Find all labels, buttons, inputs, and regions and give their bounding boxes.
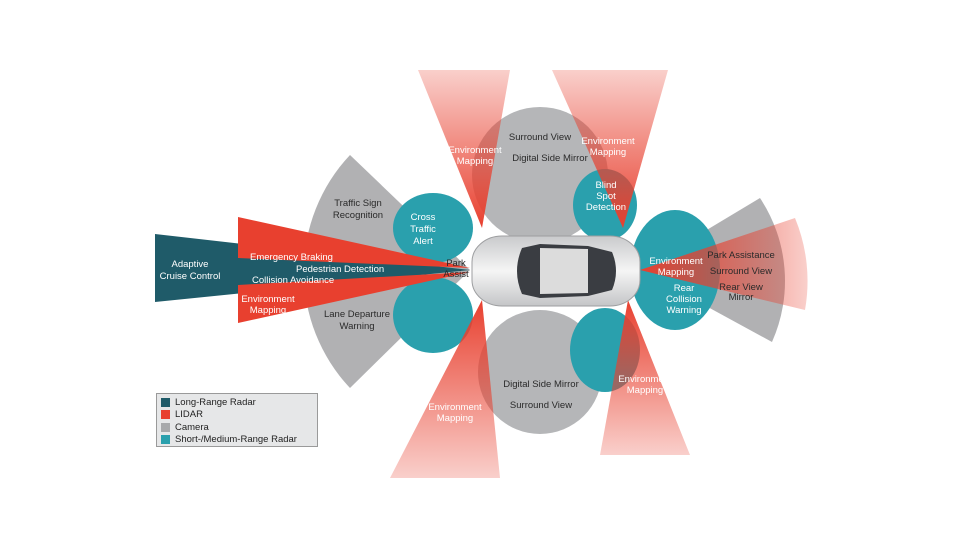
long-range-radar-beam: [155, 234, 470, 302]
label-top-right-env-1: Environment: [581, 136, 635, 147]
legend-swatch: [161, 397, 170, 407]
label-park-assist-1: Park: [446, 258, 466, 269]
lidar-top-left-cone: [418, 70, 510, 228]
label-top-digital-mirror: Digital Side Mirror: [512, 153, 588, 164]
label-pedestrian-detection: Pedestrian Detection: [296, 264, 384, 275]
label-top-right-env-2: Mapping: [590, 147, 626, 158]
label-rear-view-mirror-1: Rear View: [719, 282, 763, 293]
lidar-front-upper-beam: [238, 217, 470, 268]
label-adaptive-cruise-1: Adaptive: [172, 259, 209, 270]
label-park-assist-2: Assist: [443, 269, 469, 280]
legend-swatch: [161, 435, 170, 445]
label-bottom-left-env-1: Environment: [428, 402, 482, 413]
label-front-env-1: Environment: [241, 294, 295, 305]
label-bottom-surround-view: Surround View: [510, 400, 572, 411]
legend-item-lidar: LIDAR: [161, 409, 317, 422]
lidar-front-lower-beam: [238, 272, 470, 323]
label-lane-departure-1: Lane Departure: [324, 309, 390, 320]
legend-swatch: [161, 422, 170, 432]
label-rear-park-assistance: Park Assistance: [707, 250, 775, 261]
legend-label: Camera: [175, 421, 209, 433]
label-cross-traffic-2: Traffic: [410, 224, 436, 235]
lidar-top-right-cone: [552, 70, 668, 228]
car-top-view: [471, 235, 641, 307]
label-top-left-env-2: Mapping: [457, 156, 493, 167]
label-rear-env-1: Environment: [649, 256, 703, 267]
lidar-bottom-right-cone: [600, 300, 690, 455]
legend-item-long-range-radar: Long-Range Radar: [161, 396, 317, 409]
label-cross-traffic-3: Alert: [413, 236, 433, 247]
label-bottom-left-env-2: Mapping: [437, 413, 473, 424]
label-bottom-right-env-2: Mapping: [627, 385, 663, 396]
legend-label: Long-Range Radar: [175, 396, 256, 408]
label-traffic-sign-1: Traffic Sign: [334, 198, 382, 209]
label-rear-view-mirror-2: Mirror: [729, 292, 754, 303]
label-traffic-sign-2: Recognition: [333, 210, 383, 221]
lidar-rear-fan: [640, 218, 808, 310]
label-rear-collision-1: Rear: [674, 283, 695, 294]
label-bottom-right-env-1: Environment: [618, 374, 672, 385]
legend: Long-Range Radar LIDAR Camera Short-/Med…: [156, 393, 318, 447]
radar-front-upper-lobe: [393, 193, 473, 263]
label-adaptive-cruise-2: Cruise Control: [160, 271, 221, 282]
label-collision-avoidance: Collision Avoidance: [252, 275, 334, 286]
radar-front-lower-lobe: [393, 277, 473, 353]
label-cross-traffic-1: Cross: [411, 212, 436, 223]
label-rear-collision-2: Collision: [666, 294, 702, 305]
label-blind-spot-1: Blind: [595, 180, 616, 191]
legend-swatch: [161, 410, 170, 420]
label-rear-env-2: Mapping: [658, 267, 694, 278]
label-blind-spot-3: Detection: [586, 202, 626, 213]
label-emergency-braking: Emergency Braking: [250, 252, 333, 263]
legend-label: LIDAR: [175, 409, 203, 421]
lidar-bottom-left-cone: [390, 300, 500, 478]
label-lane-departure-2: Warning: [339, 321, 374, 332]
label-blind-spot-2: Spot: [596, 191, 616, 202]
legend-label: Short-/Medium-Range Radar: [175, 434, 297, 446]
label-rear-collision-3: Warning: [666, 305, 701, 316]
legend-item-short-medium-radar: Short-/Medium-Range Radar: [161, 434, 317, 447]
label-top-left-env-1: Environment: [448, 145, 502, 156]
label-front-env-2: Mapping: [250, 305, 286, 316]
label-bottom-digital-mirror: Digital Side Mirror: [503, 379, 579, 390]
label-top-surround-view: Surround View: [509, 132, 571, 143]
label-rear-surround-view: Surround View: [710, 266, 772, 277]
legend-item-camera: Camera: [161, 421, 317, 434]
